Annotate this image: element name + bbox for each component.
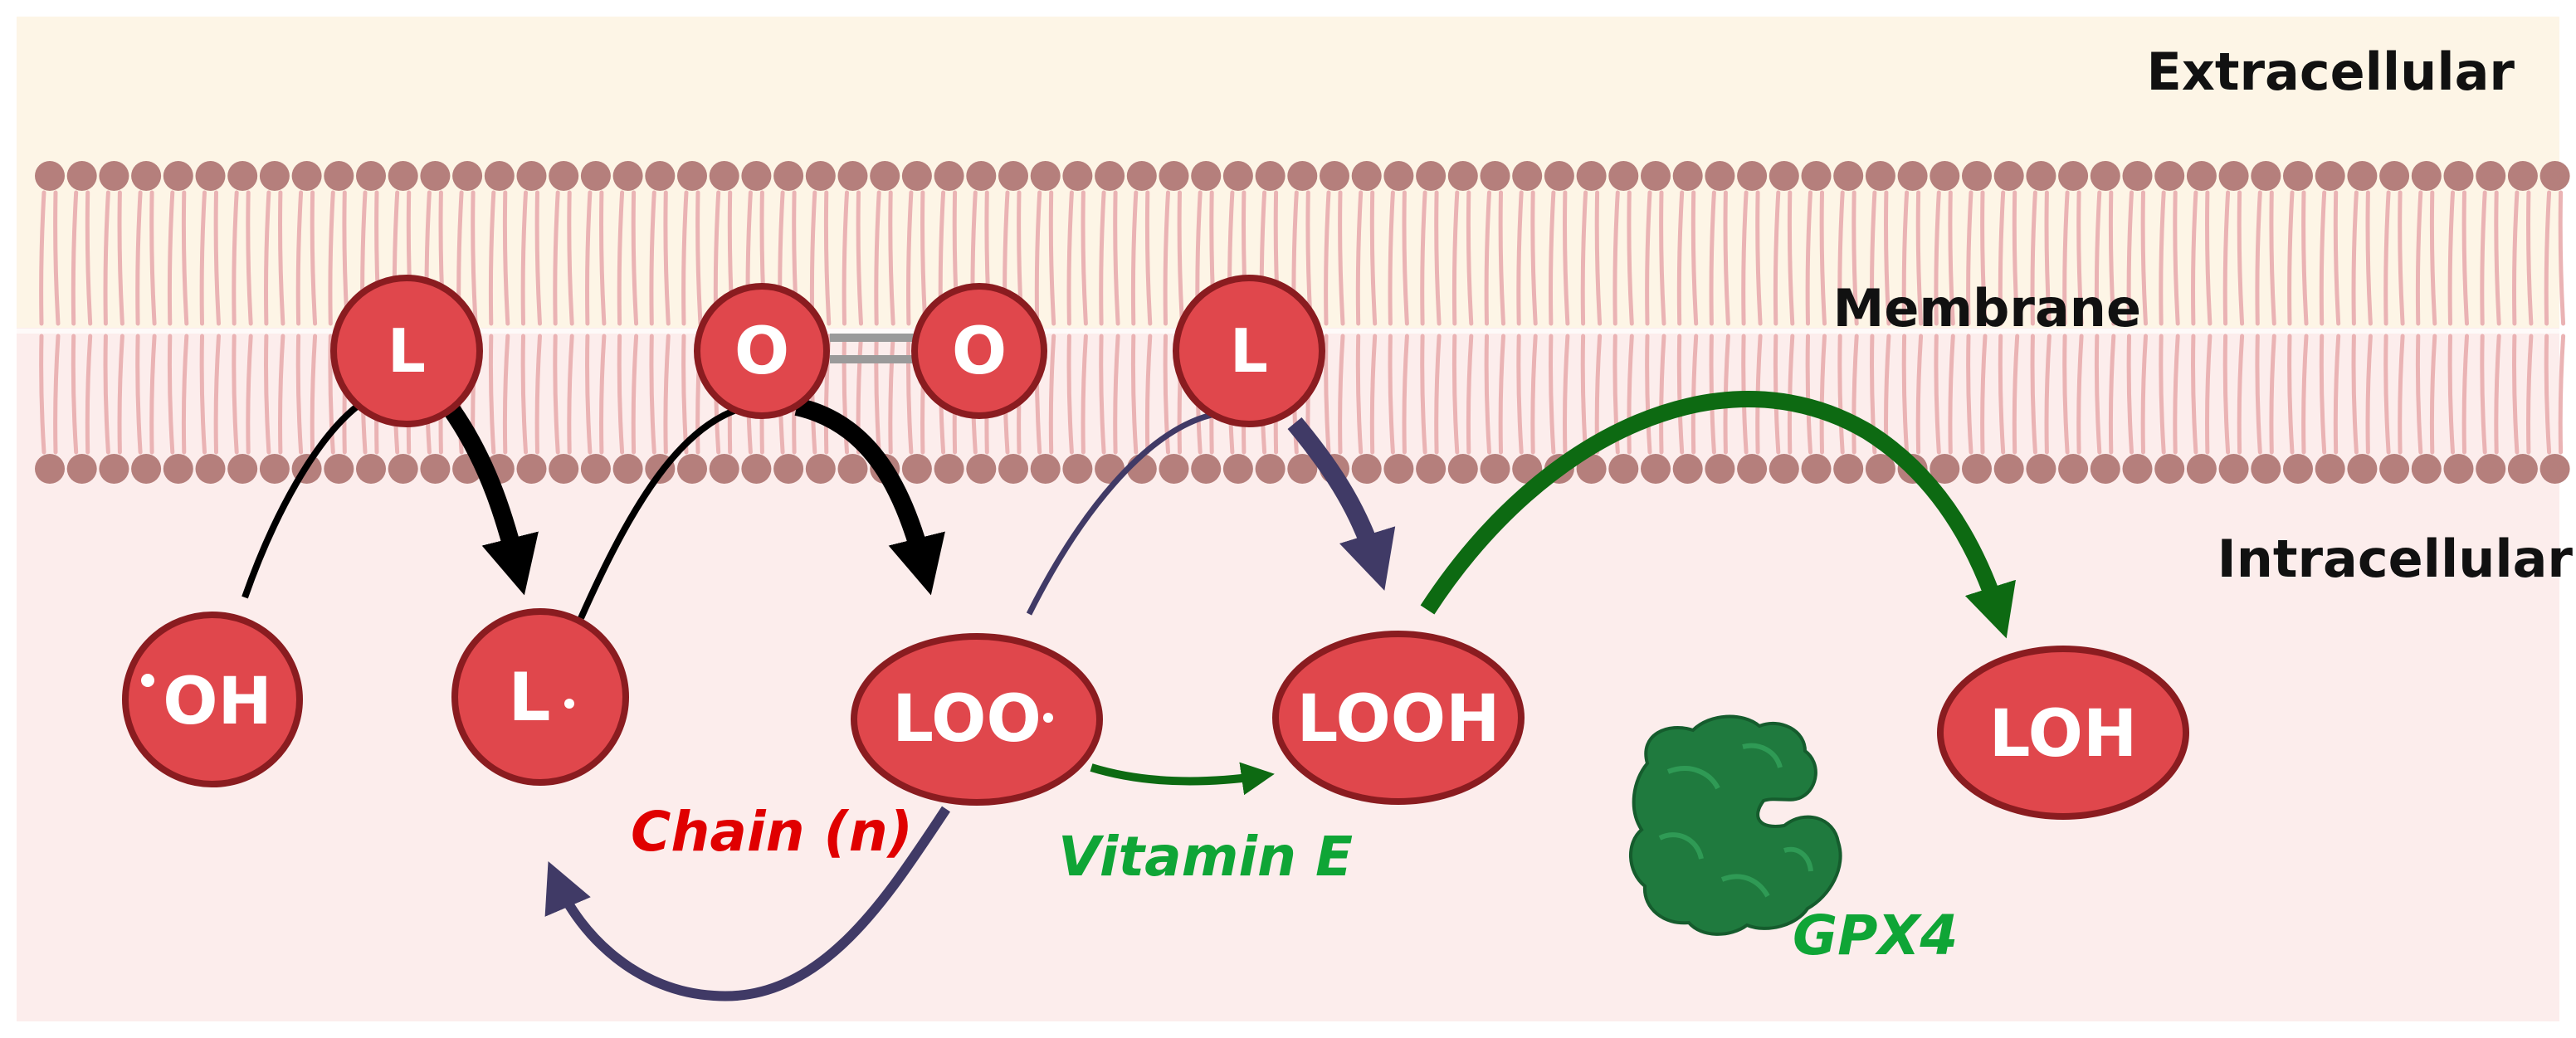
oxygen-left: O [694,283,830,419]
peroxyl-radical: LOO [851,633,1103,806]
arrow-oh-to-lipid [242,403,359,599]
arrow-lipid-to-lipid-radical [444,405,539,596]
vitamin-e-label: Vitamin E [1058,825,1353,889]
lipid-radical: L [451,608,629,786]
lipid-upper-left: L [330,275,483,427]
arrow-vitamin-e [1090,762,1275,796]
lipid-alcohol: LOH [1937,646,2189,820]
gpx4-label: GPX4 [1793,904,1958,967]
reaction-arrows [242,391,2016,1001]
arrow-oxygen-to-peroxyl [794,397,945,596]
svg-text:LOO: LOO [892,682,1042,757]
svg-text:L: L [509,659,551,736]
extracellular-label: Extracellular [2146,41,2515,102]
svg-text:L: L [1230,316,1268,386]
membrane-label: Membrane [1833,278,2141,339]
arrow-chain-recycle [544,806,950,1001]
arrow-peroxyl-to-lipid [1026,412,1212,616]
arrow-hydroperoxide-to-alcohol [1420,391,2016,639]
oxygen-right: O [911,283,1047,419]
svg-text:L: L [388,316,426,386]
gpx4-protein-icon [1629,714,1842,936]
oxygen-double-bond [830,334,928,363]
svg-text:LOOH: LOOH [1297,682,1500,757]
intracellular-label: Intracellular [2217,529,2574,589]
svg-text:LOH: LOH [1989,697,2138,772]
arrow-lipid-radical-to-oxygen [578,403,748,620]
lipid-hydroperoxide: LOOH [1272,631,1525,805]
lipid-upper-right: L [1173,275,1325,427]
lipid-bilayer [17,161,2570,484]
arrow-lipid-to-hydroperoxide [1287,417,1396,591]
chain-label: Chain (n) [631,800,913,864]
svg-text:OH: OH [163,665,272,739]
hydroxyl-radical: OH [122,612,303,787]
svg-text:O: O [734,314,789,389]
molecules: OH L O O L L LOO LOOH [122,275,2189,820]
svg-text:O: O [952,314,1007,389]
